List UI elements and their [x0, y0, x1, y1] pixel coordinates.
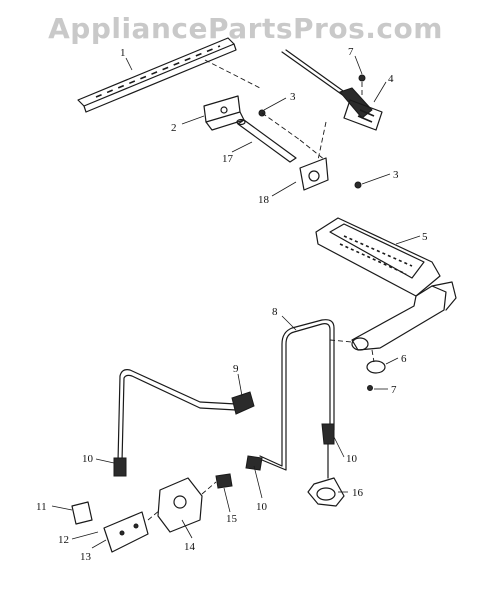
callout-13: 13 [80, 551, 92, 563]
part-7-screw-top [358, 74, 366, 96]
part-15-fitting [215, 473, 233, 489]
part-14-thermostat [157, 477, 217, 533]
callout-10a: 10 [82, 453, 94, 465]
part-1-rail [77, 37, 261, 113]
part-3-screws [258, 109, 362, 189]
callout-16: 16 [352, 487, 364, 499]
callout-18: 18 [258, 194, 270, 206]
part-2-bracket [203, 95, 245, 131]
callout-7a: 7 [348, 46, 354, 58]
callout-10b: 10 [346, 453, 358, 465]
callout-3a: 3 [290, 91, 296, 103]
leader-lines [51, 55, 421, 549]
callout-4: 4 [388, 73, 394, 85]
callout-8: 8 [272, 306, 278, 318]
callout-7b: 7 [391, 384, 397, 396]
callout-17: 17 [222, 153, 234, 165]
callout-5: 5 [422, 231, 428, 243]
part-13-base [103, 509, 161, 553]
part-17-pin [236, 118, 297, 163]
part-16-valve [307, 443, 345, 507]
part-11-plate [71, 501, 93, 525]
callout-3b: 3 [393, 169, 399, 181]
part-6-orifice [366, 349, 386, 374]
callout-6: 6 [401, 353, 407, 365]
part-5-burner [315, 217, 457, 351]
part-10-fittings [113, 457, 127, 477]
callout-14: 14 [184, 541, 196, 553]
part-7-screw-bottom [367, 385, 373, 391]
callout-15: 15 [226, 513, 238, 525]
callout-10c: 10 [256, 501, 268, 513]
part-18-mount [261, 112, 329, 191]
part-8-tube [245, 319, 335, 471]
callout-1: 1 [120, 47, 126, 59]
callout-9: 9 [233, 363, 239, 375]
callout-11: 11 [36, 501, 47, 513]
callout-12: 12 [58, 534, 69, 546]
part-9-pilot-tube [117, 369, 255, 463]
callout-labels: 1 2 3 3 4 5 6 7 7 8 9 10 10 10 11 12 13 … [36, 46, 428, 563]
callout-2: 2 [171, 122, 177, 134]
part-4-igniter [281, 49, 383, 131]
